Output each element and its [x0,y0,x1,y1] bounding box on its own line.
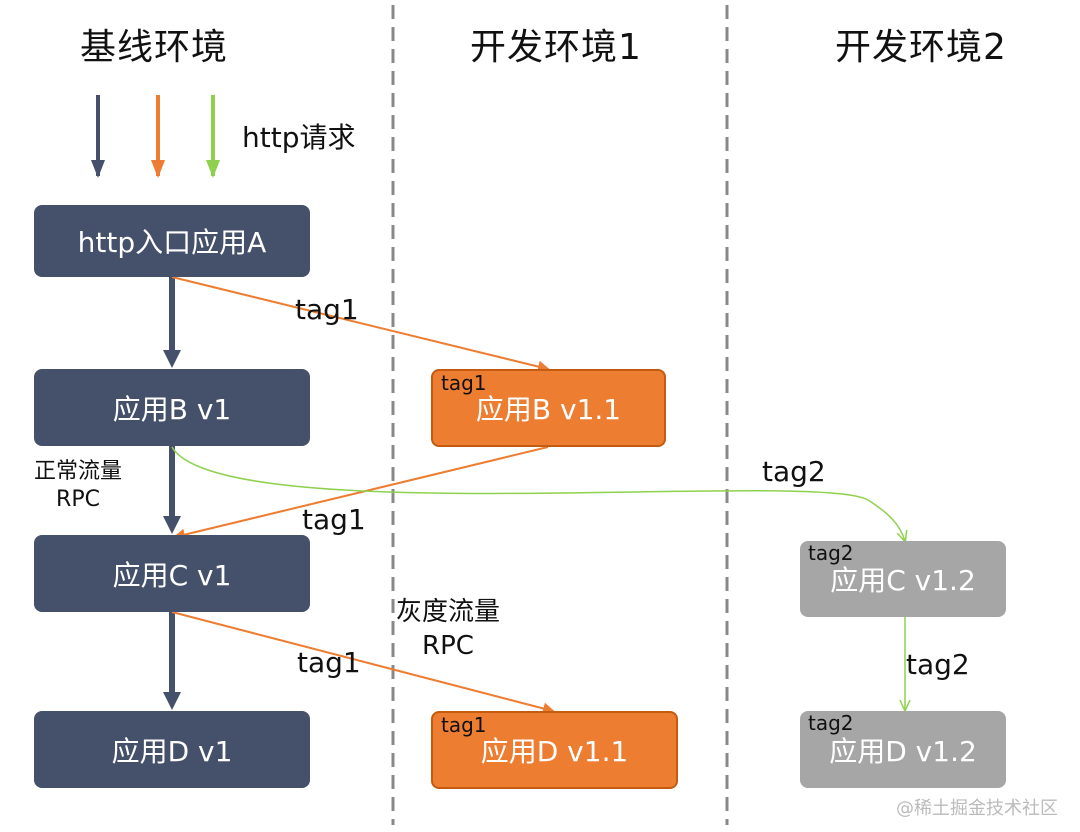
watermark: @稀土掘金技术社区 [896,798,1058,819]
app-d-v11-label: 应用D v1.1 [480,735,629,768]
http-request-arrowhead-orange [151,160,165,178]
gray-traffic-line2: RPC [422,630,474,661]
app-c-v12-tag: tag2 [808,541,854,565]
column-header-dev1: 开发环境1 [470,27,642,68]
edge-label-b-to-c12: tag2 [762,455,826,488]
app-a-label: http入口应用A [77,226,267,259]
app-c-v1-box: 应用C v1 [34,535,310,612]
edge-label-c12-to-d12: tag2 [906,648,970,681]
edge-b-to-c12 [171,446,905,541]
arrowhead-c-to-d [163,692,181,710]
edge-a-to-b11 [171,276,550,373]
app-d-v12-tag: tag2 [808,711,854,735]
app-d-v1-box: 应用D v1 [34,711,310,788]
app-d-v11-tag: tag1 [441,713,487,737]
app-c-v1-label: 应用C v1 [112,558,232,592]
app-d-v11-box: tag1 应用D v1.1 [431,711,678,789]
edge-b11-to-c [173,446,549,541]
app-b-v1-label: 应用B v1 [112,392,232,426]
column-header-dev2: 开发环境2 [835,27,1007,68]
edge-label-c-to-d11: tag1 [297,646,361,679]
http-request-arrowhead-green [206,160,220,178]
edge-label-b11-to-c: tag1 [302,503,366,536]
column-header-baseline: 基线环境 [80,27,229,68]
normal-traffic-line1: 正常流量 [33,459,122,484]
normal-traffic-line2: RPC [56,486,100,512]
app-b-v11-tag: tag1 [441,371,487,395]
app-a-box: http入口应用A [34,205,310,277]
normal-traffic-label: 正常流量 RPC [18,458,138,513]
app-b-v1-box: 应用B v1 [34,369,310,446]
app-c-v12-box: tag2 应用C v1.2 [800,541,1006,617]
app-d-v12-box: tag2 应用D v1.2 [800,711,1006,788]
app-d-v12-label: 应用D v1.2 [829,734,977,768]
edge-c-to-d11 [171,611,555,715]
app-d-v1-label: 应用D v1 [111,734,233,768]
edge-label-a-to-b11: tag1 [295,293,359,326]
app-c-v12-label: 应用C v1.2 [830,564,976,597]
app-b-v11-box: tag1 应用B v1.1 [431,369,666,447]
app-b-v11-label: 应用B v1.1 [475,393,622,426]
arrowhead-a-to-b [163,350,181,368]
gray-traffic-line1: 灰度流量 [395,597,500,627]
http-request-arrowhead-dark [91,160,105,178]
http-request-label: http请求 [242,121,356,154]
gray-traffic-label: 灰度流量 RPC [378,596,518,664]
arrowhead-b-to-c [163,516,181,534]
